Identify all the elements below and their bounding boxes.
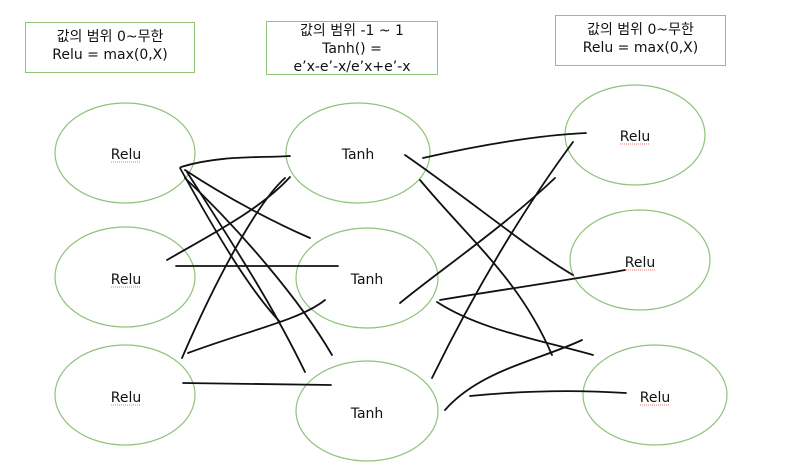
left-node-3-label: Relu	[111, 390, 141, 406]
left-node-1-label: Relu	[111, 147, 141, 163]
left-range-text: 값의 범위 0~무한	[56, 29, 164, 45]
right-formula-text: Relu = max(0,X)	[582, 40, 699, 56]
left-node-2-label: Relu	[111, 272, 141, 288]
left-node-2	[54, 226, 196, 328]
left-layer-description: 값의 범위 0~무한 Relu = max(0,X)	[25, 22, 195, 73]
right-node-1-label: Relu	[620, 129, 650, 145]
connection-line	[436, 301, 594, 356]
left-node-3	[54, 344, 196, 446]
middle-node-1	[285, 102, 431, 204]
middle-node-3	[295, 360, 439, 462]
connection-line	[186, 171, 306, 373]
right-node-3-label: Relu	[640, 390, 670, 406]
middle-node-3-label: Tanh	[350, 406, 384, 422]
left-formula-text: Relu = max(0,X)	[52, 47, 168, 63]
connection-line	[444, 339, 583, 411]
connection-line	[166, 176, 291, 261]
connection-line	[431, 141, 574, 379]
right-node-2	[569, 209, 711, 311]
right-node-3	[582, 344, 728, 446]
middle-range-text: 값의 범위 -1 ~ 1	[300, 23, 404, 39]
middle-formula-text: e’x-e’-x/e’x+e’-x	[293, 59, 411, 75]
connection-line	[422, 132, 587, 159]
left-node-1	[54, 102, 196, 204]
connection-line	[182, 382, 332, 386]
connection-line	[184, 169, 311, 239]
right-layer-description: 값의 범위 0~무한 Relu = max(0,X)	[555, 15, 726, 66]
middle-formula-name: Tanh() =	[322, 41, 382, 57]
connection-line	[469, 390, 627, 397]
right-node-2-label: Relu	[625, 255, 655, 271]
middle-node-1-label: Tanh	[341, 147, 375, 163]
right-range-text: 값의 범위 0~무한	[587, 22, 694, 38]
connection-line	[181, 177, 286, 359]
connection-line	[404, 154, 574, 276]
connection-line	[180, 155, 291, 168]
middle-layer-description: 값의 범위 -1 ~ 1 Tanh() = e’x-e’-x/e’x+e’-x	[266, 21, 438, 75]
connection-line	[419, 179, 553, 356]
connection-line	[179, 167, 281, 323]
connection-line	[187, 299, 326, 354]
connection-line	[439, 269, 626, 301]
connection-line	[399, 177, 556, 304]
middle-node-2-label: Tanh	[350, 272, 384, 288]
middle-node-2	[295, 227, 439, 329]
